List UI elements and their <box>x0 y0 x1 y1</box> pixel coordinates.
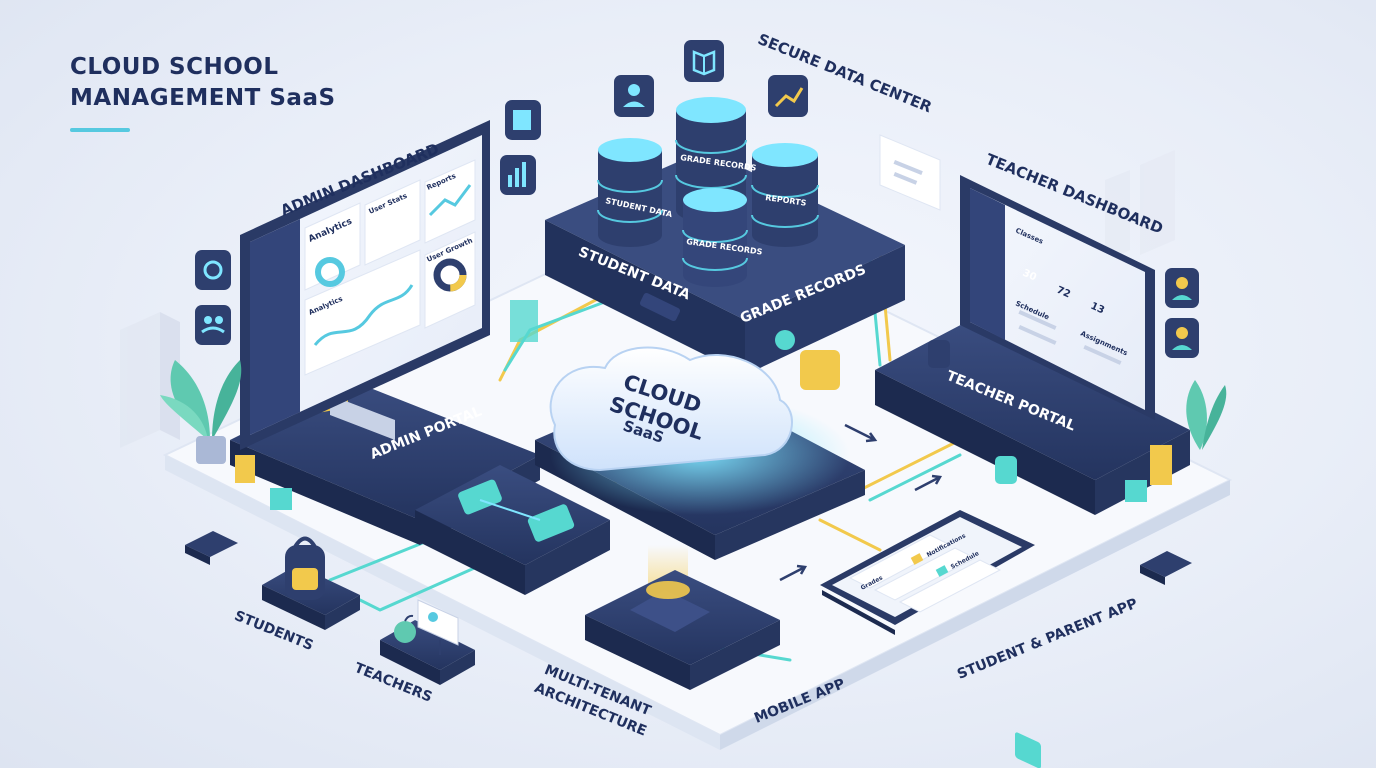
gear-icon <box>195 250 231 290</box>
plant-icon <box>160 360 242 464</box>
db-reports <box>751 143 819 247</box>
notice-card <box>879 134 941 211</box>
teacher-stat-2: 72 <box>1055 285 1072 301</box>
backpack-icon <box>285 536 325 600</box>
db-grade-records-front <box>682 188 748 287</box>
mobile-phone: Notifications Schedule Grades <box>820 510 1035 635</box>
chart-icon <box>768 75 808 117</box>
background-buildings <box>120 150 1175 448</box>
small-tiles <box>185 300 1192 585</box>
book-icon <box>684 40 724 82</box>
presentation-board-icon <box>417 599 459 655</box>
teacher-avatar-icon <box>1165 268 1199 308</box>
teacher-stat-1: 30 <box>1021 268 1038 284</box>
flow-arrows <box>779 423 943 582</box>
user-icon <box>614 75 654 117</box>
teacher-stat-3: 13 <box>1089 301 1106 317</box>
cloud-icon <box>549 346 793 472</box>
title-underline <box>70 128 130 132</box>
tenant-node <box>585 545 780 690</box>
users-icon <box>195 305 231 345</box>
page-title-line2: MANAGEMENT SaaS <box>70 85 336 111</box>
student-avatar-icon <box>1165 318 1199 358</box>
multi-tenant-hub <box>415 465 610 595</box>
report-icon <box>505 100 541 140</box>
apple-icon <box>394 614 416 643</box>
bar-chart-icon <box>500 155 536 195</box>
page-title-line1: CLOUD SCHOOL <box>70 54 279 80</box>
db-student-data <box>597 138 663 247</box>
admin-monitor: Analytics User Stats Reports Analytics U… <box>240 120 490 450</box>
title-block: CLOUD SCHOOL MANAGEMENT SaaS <box>70 52 336 132</box>
plant-right <box>1186 380 1227 450</box>
teacher-tablet: 30 72 13 Classes Schedule Assignments <box>960 175 1155 768</box>
